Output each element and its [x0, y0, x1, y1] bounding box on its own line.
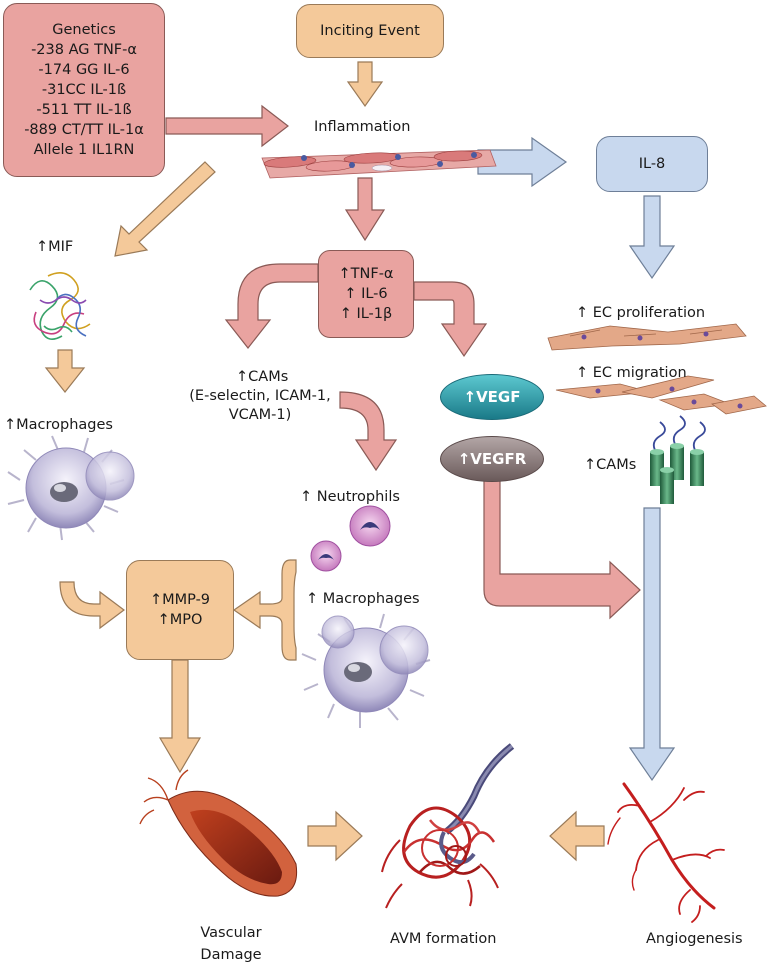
arrow-cytokines-to-cams	[224, 263, 319, 349]
inciting-event-box: Inciting Event	[296, 4, 444, 58]
genetics-line: -889 CT/TT IL-1α	[24, 122, 144, 138]
arrow-genetics-to-inflammation	[165, 104, 289, 148]
ec-migration-label: ↑ EC migration	[576, 365, 687, 381]
vascular-damage-line2: Damage	[200, 947, 262, 963]
arrow-vegfr-to-angiogenesis	[483, 475, 641, 620]
arrow-macrophages-to-mmp	[59, 581, 125, 630]
arrow-cams-to-angiogenesis	[628, 507, 676, 782]
vegfr-oval: ↑VEGFR	[440, 436, 544, 482]
ec-proliferation-label: ↑ EC proliferation	[576, 305, 706, 321]
cytokine-tnf: ↑TNF-α	[338, 266, 394, 282]
mmp9-label: ↑MMP-9	[149, 592, 211, 608]
cams-right-label: ↑CAMs	[584, 457, 637, 473]
cams-left-label: ↑CAMs (E-selectin, ICAM-1, VCAM-1)	[166, 368, 354, 425]
vascular-damage-image	[139, 769, 298, 897]
vascular-damage-label: Vascular Damage	[186, 922, 276, 966]
angiogenesis-label: Angiogenesis	[646, 931, 743, 947]
macrophages-mid-image	[301, 613, 431, 728]
inciting-event-label: Inciting Event	[320, 23, 420, 39]
il8-label: IL-8	[638, 156, 666, 172]
mif-label: ↑MIF	[36, 239, 74, 255]
arrow-bracket-to-mmp	[232, 559, 297, 661]
vascular-damage-line1: Vascular	[200, 925, 262, 941]
mpo-label: ↑MPO	[157, 612, 203, 628]
arrow-inflammation-to-cytokines	[344, 177, 386, 242]
cytokine-il6: ↑ IL-6	[344, 286, 388, 302]
macrophages-mid-label: ↑ Macrophages	[306, 591, 420, 607]
cytokine-il1b: ↑ IL-1β	[339, 306, 393, 322]
genetics-title: Genetics	[52, 22, 116, 38]
macrophages-left-label: ↑Macrophages	[4, 417, 113, 433]
macrophages-left-image	[7, 435, 135, 541]
neutrophils-label: ↑ Neutrophils	[300, 489, 400, 505]
arrow-genetics-to-mif	[114, 161, 216, 257]
arrow-cams-to-neutrophils	[339, 391, 398, 472]
neutrophils-image	[310, 505, 391, 572]
arrow-mif-to-macrophages	[44, 349, 86, 393]
ec-proliferation-cells-image	[547, 323, 747, 351]
vegfr-label: ↑VEGFR	[457, 450, 527, 468]
angiogenesis-image	[607, 782, 725, 923]
arrow-inciting-to-inflammation	[346, 61, 384, 108]
genetics-box: Genetics -238 AG TNF-α -174 GG IL-6 -31C…	[3, 3, 165, 177]
inflammation-tissue-image	[261, 149, 497, 179]
genetics-line: -31CC IL-1ß	[41, 82, 127, 98]
cams-receptors-image	[650, 415, 706, 504]
arrow-damage-to-avm	[307, 810, 363, 862]
genetics-line: -174 GG IL-6	[38, 62, 130, 78]
genetics-line: -511 TT IL-1ß	[36, 102, 132, 118]
inflammation-label: Inflammation	[314, 119, 411, 135]
vegf-label: ↑VEGF	[463, 388, 521, 406]
arrow-cytokines-to-vegf	[413, 281, 488, 358]
arrow-angiogenesis-to-avm	[549, 810, 605, 862]
ec-migration-cells-image	[555, 375, 767, 415]
arrow-inflammation-to-il8	[477, 136, 568, 188]
cams-left-line2: (E-selectin, ICAM-1,	[189, 388, 331, 404]
arrow-il8-to-ec	[628, 195, 676, 280]
genetics-line: -238 AG TNF-α	[31, 42, 137, 58]
vegf-oval: ↑VEGF	[440, 374, 544, 420]
cytokines-box: ↑TNF-α ↑ IL-6 ↑ IL-1β	[318, 250, 414, 338]
il8-box: IL-8	[596, 136, 708, 192]
genetics-line: Allele 1 IL1RN	[33, 142, 135, 158]
arrow-mmp-to-damage	[158, 659, 202, 774]
avm-formation-label: AVM formation	[390, 931, 497, 947]
cams-left-title: ↑CAMs	[236, 369, 289, 385]
mif-protein-image	[29, 272, 91, 340]
mmp-box: ↑MMP-9 ↑MPO	[126, 560, 234, 660]
avm-formation-image	[381, 743, 515, 909]
cams-left-line3: VCAM-1)	[228, 407, 292, 423]
